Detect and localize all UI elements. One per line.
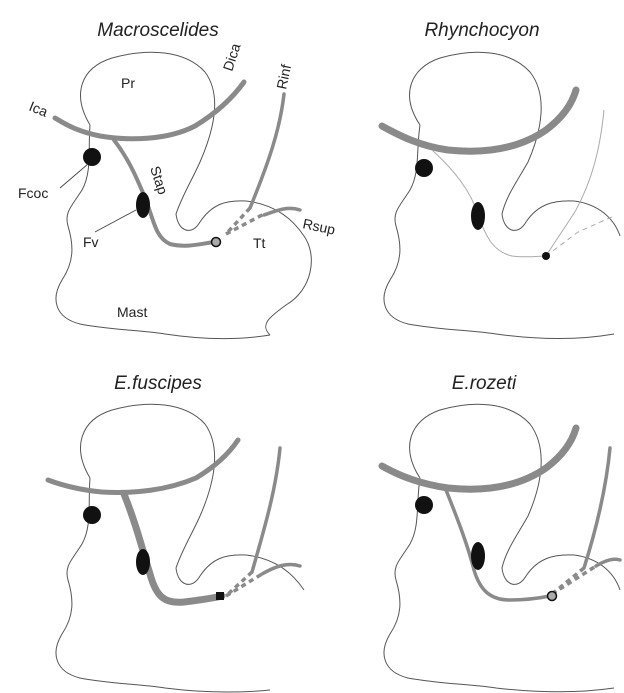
promontorium-outline — [56, 52, 311, 338]
internal-carotid-artery — [382, 90, 576, 151]
label-rsup: Rsup — [301, 215, 337, 237]
fv-foramen — [471, 202, 485, 230]
ramus-superior-intraosseous — [226, 214, 264, 234]
fv-foramen — [136, 549, 150, 575]
fv-leader — [95, 210, 136, 232]
label-pr: Pr — [121, 75, 135, 91]
label-tt: Tt — [253, 235, 266, 251]
promontorium-outline — [384, 404, 620, 692]
promontorium-outline — [56, 404, 304, 692]
internal-carotid-artery — [48, 440, 238, 492]
stapes-foramen — [216, 592, 224, 600]
ramus-superior — [596, 559, 620, 566]
panel-macroscelides: Macroscelides Pr Dica Rinf Ica Stap Fcoc… — [18, 20, 337, 339]
ramus-inferior-intraosseous — [226, 572, 252, 596]
label-fv: Fv — [83, 234, 99, 250]
fcoc-foramen — [415, 496, 433, 514]
panel-title-rhynchocyon: Rhynchocyon — [424, 20, 539, 41]
fcoc-foramen — [415, 159, 433, 177]
stapedial-artery — [124, 494, 222, 602]
fcoc-leader — [60, 164, 88, 188]
promontorium-outline — [384, 52, 620, 338]
fv-foramen — [136, 192, 150, 218]
label-rinf: Rinf — [273, 63, 294, 91]
panel-title-e-rozeti: E.rozeti — [452, 373, 517, 394]
stapes-foramen — [212, 238, 221, 247]
ramus-inferior-intraosseous — [226, 208, 250, 234]
ramus-superior — [262, 564, 300, 574]
fcoc-foramen — [83, 148, 101, 166]
panel-title-e-fuscipes: E.fuscipes — [114, 373, 202, 394]
ramus-inferior-intraosseous — [552, 568, 584, 594]
label-fcoc: Fcoc — [18, 185, 48, 201]
label-dica: Dica — [220, 41, 244, 73]
fcoc-foramen — [83, 506, 101, 524]
ramus-inferior — [250, 94, 284, 208]
panel-title-macroscelides: Macroscelides — [97, 20, 219, 41]
ramus-superior-intraosseous — [552, 566, 596, 594]
label-ica: Ica — [27, 98, 51, 120]
stapedial-artery — [446, 490, 550, 600]
ramus-inferior — [252, 448, 280, 572]
label-stap: Stap — [147, 164, 171, 197]
ramus-inferior — [584, 448, 610, 568]
ramus-superior-thin — [546, 216, 614, 256]
stapedial-thin-course — [432, 150, 546, 257]
panel-e-rozeti: E.rozeti — [382, 373, 620, 692]
label-mast: Mast — [117, 304, 147, 320]
stapes-foramen — [542, 252, 550, 260]
fv-foramen — [471, 542, 485, 570]
panel-e-fuscipes: E.fuscipes — [48, 373, 304, 692]
panel-rhynchocyon: Rhynchocyon — [382, 20, 620, 339]
stapes-foramen — [548, 592, 557, 601]
